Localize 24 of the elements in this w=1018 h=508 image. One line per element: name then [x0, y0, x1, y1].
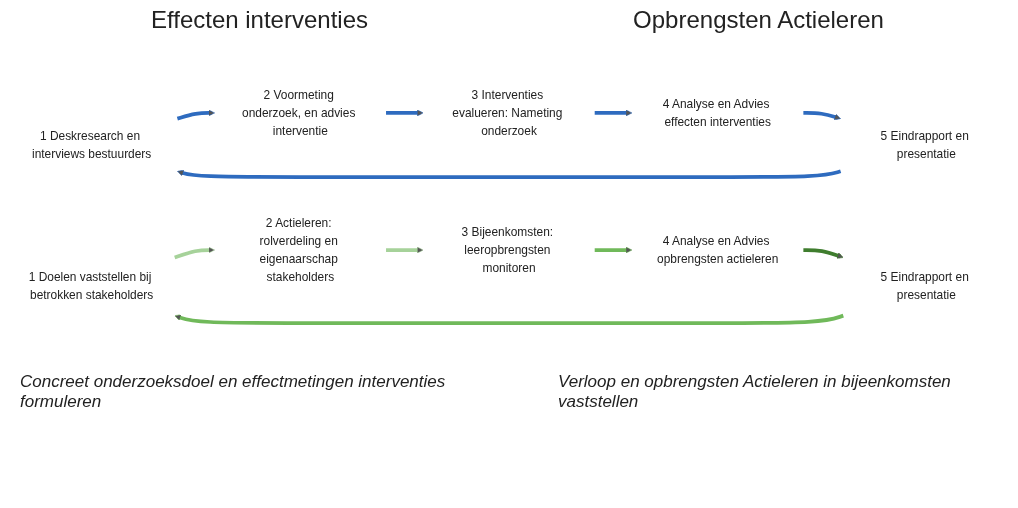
- arrow: [594, 246, 633, 254]
- node-text: 4 Analyse en Advies effecten interventies: [662, 97, 771, 128]
- node-text: 3 Interventies evalueren: Nameting onderzoek: [452, 88, 563, 137]
- caption-text: Concreet onderzoeksdoel en effectmetingen interventies formuleren: [20, 372, 447, 412]
- arrow: [386, 246, 424, 254]
- arrow: [386, 109, 424, 117]
- node-text: 1 Doelen vaststellen bij betrokken stakeholders: [28, 270, 154, 302]
- arrow: [177, 169, 842, 179]
- center-title: Effecten interventies: [150, 6, 369, 34]
- caption-text: Verloop en opbrengsten Actieleren in bijeenkomsten vaststellen: [558, 372, 952, 412]
- arrow: [174, 313, 844, 325]
- node-text: 3 Bijeenkomsten: leeropbrengsten monitoren: [461, 225, 554, 274]
- node-text: 5 Eindrapport en presentatie: [880, 129, 969, 160]
- arrow: [174, 246, 215, 260]
- node-text: 2 Voormeting onderzoek, en advies interventie: [241, 88, 356, 137]
- node-text: 2 Actieleren: rolverdeling en eigenaarschap stakeholders: [259, 216, 338, 283]
- arrow: [594, 109, 633, 117]
- node-text: 1 Deskresearch en interviews bestuurders: [32, 129, 152, 160]
- arrow: [803, 111, 841, 121]
- node-text: 5 Eindrapport en presentatie: [880, 270, 969, 302]
- center-title: Opbrengsten Actieleren: [632, 6, 885, 34]
- node-text: 4 Analyse en Advies opbrengsten actieleren: [657, 234, 779, 265]
- arrow: [176, 109, 215, 121]
- arrow: [803, 248, 844, 259]
